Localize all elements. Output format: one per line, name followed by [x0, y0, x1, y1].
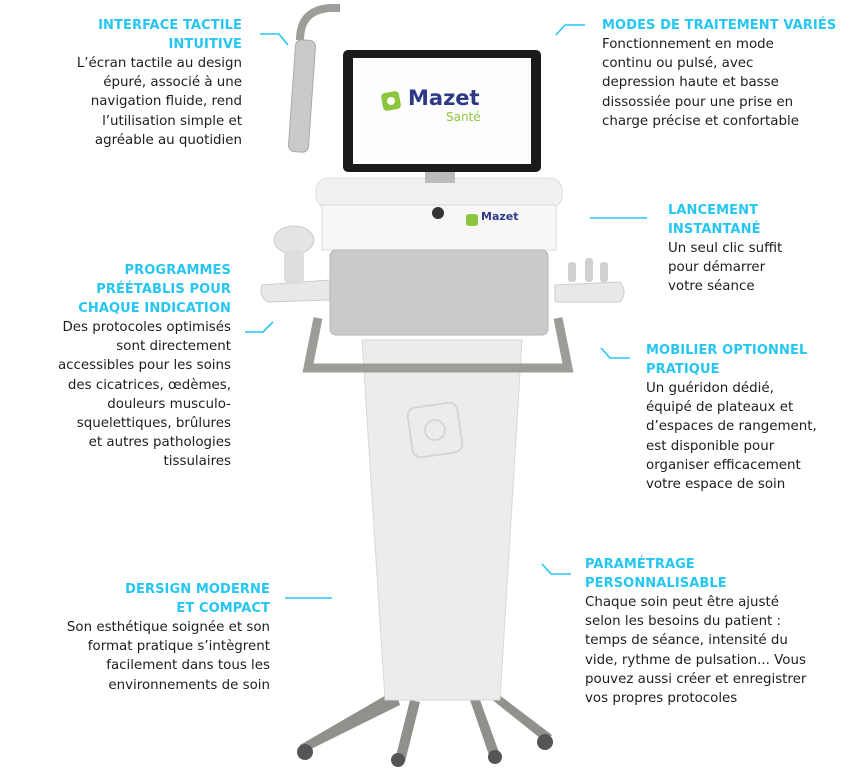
- feature-text: Fonctionnement en mode continu ou pulsé,…: [602, 37, 799, 129]
- feature-touch-interface: INTERFACE TACTILE INTUITIVE L’écran tact…: [77, 16, 242, 150]
- column-logo-emboss: [406, 401, 464, 459]
- right-tray: [554, 281, 625, 303]
- feature-treatment-modes: MODES DE TRAITEMENT VARIÉS Fonctionnemen…: [602, 16, 836, 131]
- feature-text: Un guéridon dédié, équipé de plateaux et…: [646, 381, 817, 493]
- feature-text: L’écran tactile au design épuré, associé…: [76, 56, 242, 148]
- connector-line: [555, 24, 585, 36]
- left-tray: [260, 279, 331, 303]
- power-button: [432, 207, 444, 219]
- connector-line: [245, 321, 274, 333]
- handle-bar: [302, 317, 574, 373]
- feature-text: Un seul clic suffit pour démarrer votre …: [668, 241, 783, 295]
- feature-text: Son esthétique soignée et son format pra…: [66, 620, 270, 693]
- feature-custom-settings: PARAMÉTRAGE PERSONNALISABLE Chaque soin …: [585, 555, 806, 708]
- feature-title: MOBILIER OPTIONNEL PRATIQUE: [646, 343, 808, 377]
- feature-title: INTERFACE TACTILE INTUITIVE: [98, 18, 242, 52]
- applicator-hose: [296, 4, 340, 41]
- feature-text: Chaque soin peut être ajusté selon les b…: [585, 595, 807, 707]
- feature-title: PARAMÉTRAGE PERSONNALISABLE: [585, 557, 727, 591]
- connector-line: [600, 347, 630, 359]
- device-body-grille: [329, 249, 549, 336]
- connector-line: [541, 563, 571, 575]
- feature-modern-design: DERSIGN MODERNE ET COMPACT Son esthétiqu…: [67, 580, 270, 695]
- column: [361, 339, 523, 701]
- screen-brand-sub: Santé: [446, 110, 481, 124]
- feature-text: Des protocoles optimisés sont directemen…: [57, 320, 231, 470]
- feature-title: MODES DE TRAITEMENT VARIÉS: [602, 18, 837, 33]
- feature-title: PROGRAMMES PRÉÉTABLIS POUR CHAQUE INDICA…: [78, 263, 231, 316]
- connector-line: [260, 33, 289, 46]
- base-legs: [297, 688, 553, 767]
- feature-title: LANCEMENT INSTANTANÉ: [668, 203, 761, 237]
- feature-preset-programs: PROGRAMMES PRÉÉTABLIS POUR CHAQUE INDICA…: [58, 261, 231, 472]
- feature-title: DERSIGN MODERNE ET COMPACT: [125, 582, 270, 616]
- body-brand: Mazet: [481, 210, 519, 223]
- feature-instant-start: LANCEMENT INSTANTANÉ Un seul clic suffit…: [668, 201, 782, 297]
- feature-optional-furniture: MOBILIER OPTIONNEL PRATIQUE Un guéridon …: [646, 341, 817, 494]
- screen-brand: Mazet: [408, 86, 480, 110]
- applicator-handpiece: [288, 39, 316, 153]
